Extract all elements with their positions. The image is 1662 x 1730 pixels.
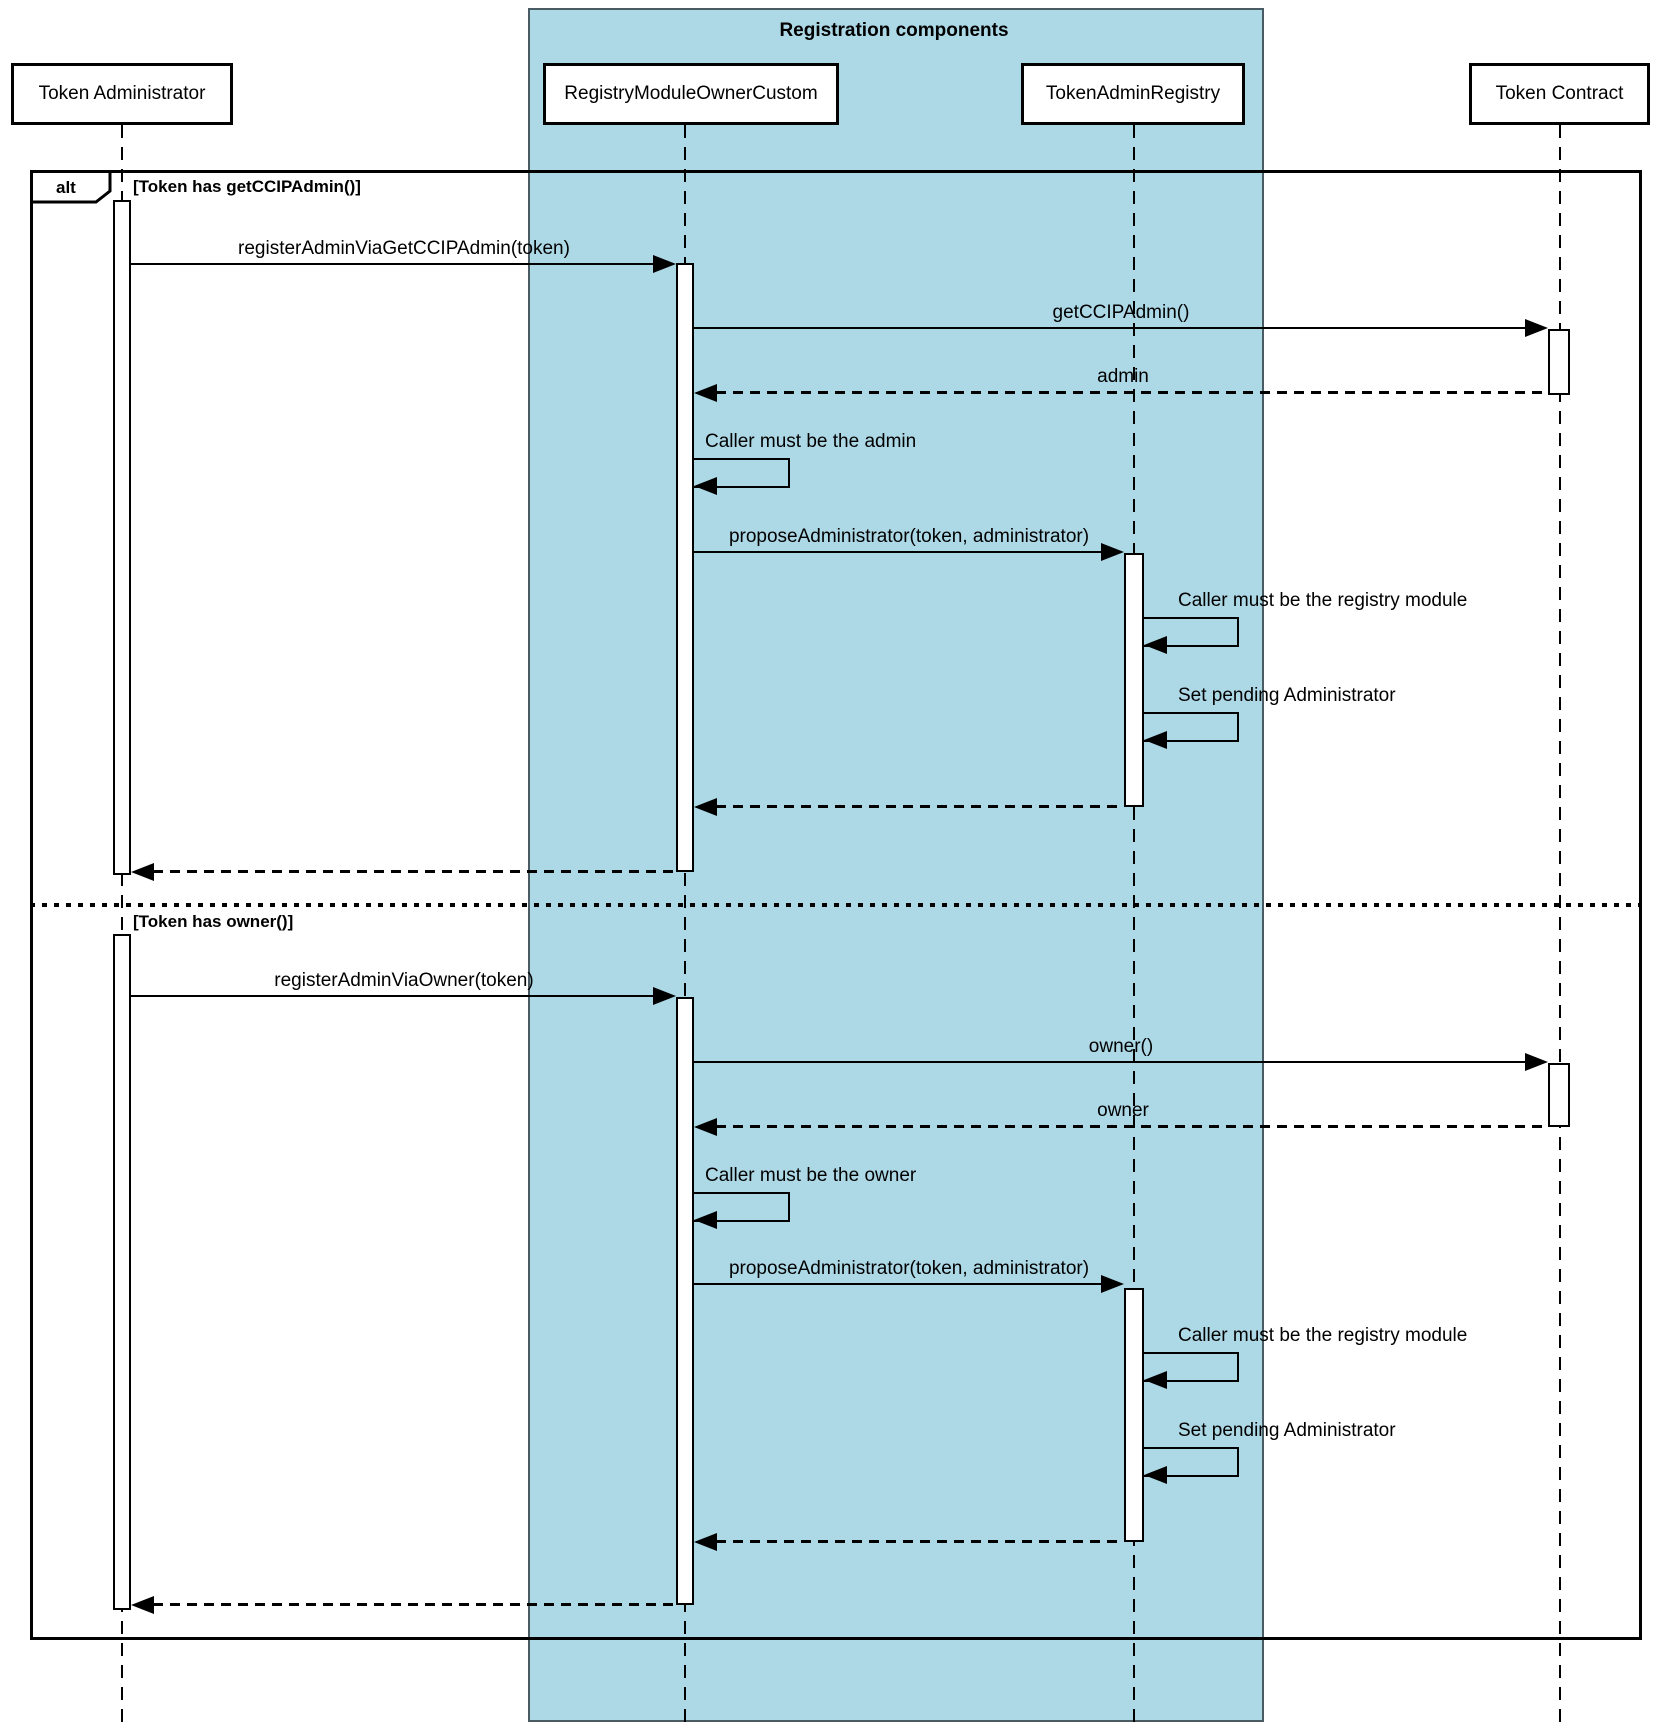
message-line-dashed — [716, 1540, 1124, 1543]
lifeline-token-admin-registry — [1133, 125, 1135, 1724]
arrowhead-right-icon — [1525, 1053, 1548, 1071]
message-line — [694, 551, 1104, 553]
message-label: Set pending Administrator — [1178, 685, 1396, 706]
activation-registry-module-1 — [676, 263, 694, 872]
arrowhead-left-icon — [694, 1211, 717, 1229]
arrowhead-right-icon — [1525, 319, 1548, 337]
message-label: getCCIPAdmin() — [1052, 302, 1190, 323]
message-line — [694, 327, 1528, 329]
self-message-loop — [694, 458, 790, 488]
participant-token-contract: Token Contract — [1469, 63, 1650, 125]
activation-token-admin-registry-1 — [1124, 553, 1144, 807]
arrowhead-right-icon — [653, 255, 676, 273]
participant-label: RegistryModuleOwnerCustom — [564, 83, 818, 104]
message-line-dashed — [716, 1125, 1548, 1128]
message-label: Caller must be the registry module — [1178, 590, 1468, 611]
arrowhead-left-icon — [694, 1533, 717, 1551]
self-message-loop — [1144, 712, 1239, 742]
arrowhead-left-icon — [131, 1596, 154, 1614]
message-label: Set pending Administrator — [1178, 1420, 1396, 1441]
message-label: registerAdminViaGetCCIPAdmin(token) — [238, 238, 570, 259]
participant-token-admin-registry: TokenAdminRegistry — [1021, 63, 1245, 125]
arrowhead-left-icon — [1144, 731, 1167, 749]
message-line — [694, 1061, 1528, 1063]
activation-registry-module-2 — [676, 997, 694, 1605]
message-line — [694, 1283, 1104, 1285]
message-line-dashed — [153, 870, 676, 873]
participant-token-administrator: Token Administrator — [11, 63, 233, 125]
message-label: proposeAdministrator(token, administrato… — [728, 526, 1090, 547]
self-message-loop — [694, 1192, 790, 1222]
arrowhead-right-icon — [1101, 543, 1124, 561]
message-label: Caller must be the admin — [705, 431, 917, 452]
alt-operator-pentagon: alt — [30, 170, 112, 204]
self-message-loop — [1144, 1352, 1239, 1382]
message-label: registerAdminViaOwner(token) — [274, 970, 534, 991]
arrowhead-left-icon — [1144, 1371, 1167, 1389]
arrowhead-left-icon — [1144, 636, 1167, 654]
message-line-dashed — [716, 391, 1548, 394]
self-message-loop — [1144, 617, 1239, 647]
participant-label: TokenAdminRegistry — [1045, 83, 1221, 104]
lifeline-token-contract — [1559, 125, 1561, 1724]
message-label: owner — [1097, 1100, 1149, 1121]
message-label: Caller must be the owner — [705, 1165, 917, 1186]
message-label: proposeAdministrator(token, administrato… — [728, 1258, 1090, 1279]
message-line — [131, 995, 656, 997]
message-line-dashed — [153, 1603, 676, 1606]
participant-label: Token Contract — [1495, 83, 1624, 104]
alt-divider — [30, 903, 1642, 907]
self-message-loop — [1144, 1447, 1239, 1477]
participant-registry-module-owner-custom: RegistryModuleOwnerCustom — [543, 63, 839, 125]
guard-token-has-getccipadmin: [Token has getCCIPAdmin()] — [133, 177, 361, 196]
message-line-dashed — [716, 805, 1124, 808]
message-label: owner() — [1088, 1036, 1154, 1057]
lifeline-token-administrator — [121, 125, 123, 1724]
activation-token-contract-1 — [1548, 329, 1570, 395]
region-title: Registration components — [779, 20, 1009, 41]
arrowhead-left-icon — [1144, 1466, 1167, 1484]
arrowhead-left-icon — [694, 477, 717, 495]
arrowhead-left-icon — [131, 863, 154, 881]
arrowhead-right-icon — [1101, 1275, 1124, 1293]
message-line — [131, 263, 656, 265]
arrowhead-left-icon — [694, 798, 717, 816]
arrowhead-left-icon — [694, 384, 717, 402]
alt-operator-label: alt — [56, 178, 76, 197]
activation-token-administrator-2 — [113, 934, 131, 1610]
arrowhead-left-icon — [694, 1118, 717, 1136]
arrowhead-right-icon — [653, 987, 676, 1005]
activation-token-administrator-1 — [113, 200, 131, 875]
activation-token-contract-2 — [1548, 1063, 1570, 1127]
lifeline-registry-module-owner-custom — [684, 125, 686, 1724]
participant-label: Token Administrator — [38, 83, 206, 104]
message-label: admin — [1097, 366, 1149, 387]
guard-token-has-owner: [Token has owner()] — [133, 912, 294, 931]
message-label: Caller must be the registry module — [1178, 1325, 1468, 1346]
activation-token-admin-registry-2 — [1124, 1288, 1144, 1542]
